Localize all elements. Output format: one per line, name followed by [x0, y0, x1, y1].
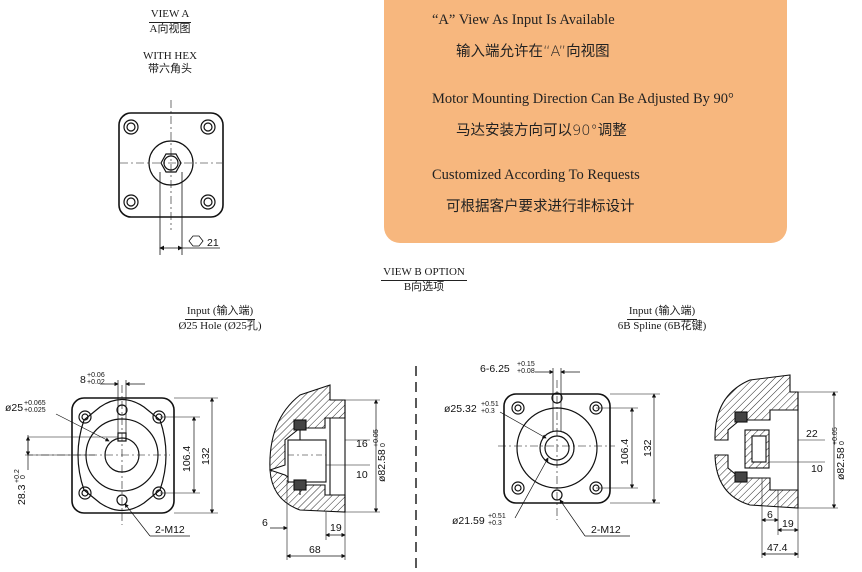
left-keyway-dim: 8 [80, 374, 86, 386]
left-bore-tol-lower: +0.025 [24, 407, 46, 414]
view-b-title-cn: B向选项 [403, 281, 445, 293]
left-keyway-tol-lower: +0.02 [87, 379, 105, 386]
right-spec: 6B Spline (6B花键) [617, 320, 707, 332]
right-sec-10: 10 [811, 463, 823, 475]
right-minor-dim: ø21.59 [452, 515, 485, 527]
note-3-en: Customized According To Requests [432, 167, 640, 183]
right-minor-tol-upper: +0.51 [488, 513, 506, 520]
note-1-cn: 输入端允许在“A”向视图 [456, 44, 610, 60]
left-offset-tol-lower: 0 [20, 475, 27, 479]
right-spline-tol-upper: +0.15 [517, 361, 535, 368]
left-pilot-tol-lower: 0 [380, 443, 387, 447]
left-section-view [269, 384, 380, 560]
right-spline-dim: 6-6.25 [480, 363, 510, 375]
right-pilot-tol-upper: +0.05 [832, 427, 839, 445]
left-inner-dim: 106.4 [181, 446, 193, 472]
right-section-dims: 22 10 ø82.58 +0.05 0 6 19 47.4 [767, 427, 847, 554]
left-pilot-tol-upper: +0.05 [373, 429, 380, 447]
view-a-flange-drawing [118, 100, 224, 255]
note-3-cn: 可根据客户要求进行非标设计 [446, 199, 635, 215]
right-front-view [498, 368, 660, 537]
right-section-view [714, 374, 838, 558]
left-front-view [25, 380, 218, 537]
right-option-caption: Input (输入端) 6B Spline (6B花键) [582, 305, 742, 333]
left-sec-10: 10 [356, 469, 368, 481]
right-sec-6: 6 [767, 509, 773, 521]
view-b-caption: VIEW B OPTION B向选项 [364, 266, 484, 294]
right-minor-tol-lower: +0.3 [488, 520, 502, 527]
right-major-tol-upper: +0.51 [481, 401, 499, 408]
left-keyway-tol-upper: +0.06 [87, 372, 105, 379]
view-a-title-cn: A向视图 [149, 23, 191, 35]
left-offset-tol-upper: +0.2 [14, 469, 21, 483]
right-spline-tol-lower: +0.08 [517, 368, 535, 375]
right-major-tol-lower: +0.3 [481, 408, 495, 415]
note-2-cn: 马达安装方向可以90°调整 [456, 123, 627, 139]
left-outer-dim: 132 [200, 447, 212, 465]
left-section-dims: 16 10 ø82.58 +0.05 0 6 19 68 [262, 429, 388, 556]
note-2-en: Motor Mounting Direction Can Be Adjusted… [432, 91, 734, 107]
hex-dim: 21 [207, 237, 219, 249]
right-pilot-dim: ø82.58 [835, 447, 847, 480]
left-bore-tol-upper: +0.065 [24, 400, 46, 407]
right-inner-dim: 106.4 [619, 439, 631, 465]
right-major-dim: ø25.32 [444, 403, 477, 415]
left-bore-dim: ø25 [5, 402, 23, 414]
left-option-caption: Input (输入端) Ø25 Hole (Ø25孔) [140, 305, 300, 333]
hex-label-cn: 带六角头 [148, 63, 192, 75]
view-a-caption: VIEW A A向视图 [120, 8, 220, 36]
left-offset-dim: 28.3 [16, 484, 28, 505]
right-bolts-dim: 2-M12 [591, 524, 621, 536]
left-pilot-dim: ø82.58 [376, 449, 388, 482]
right-pilot-tol-lower: 0 [839, 441, 846, 445]
right-outer-dim: 132 [642, 439, 654, 457]
left-sec-19: 19 [330, 522, 342, 534]
right-sec-19: 19 [782, 518, 794, 530]
left-spec: Ø25 Hole (Ø25孔) [178, 320, 262, 332]
notes-panel: “A” View As Input Is Available 输入端允许在“A”… [384, 0, 787, 243]
hex-label: WITH HEX [142, 50, 198, 62]
note-1-en: “A” View As Input Is Available [432, 12, 615, 28]
left-sec-68: 68 [309, 544, 321, 556]
left-front-dims: ø25 +0.065 +0.025 8 +0.06 +0.02 28.3 +0.… [5, 372, 212, 536]
left-sec-6: 6 [262, 517, 268, 529]
right-front-dims: 6-6.25 +0.15 +0.08 ø25.32 +0.51 +0.3 ø21… [444, 361, 654, 536]
right-sec-22: 22 [806, 428, 818, 440]
right-sec-47: 47.4 [767, 542, 788, 554]
left-bolts-dim: 2-M12 [155, 524, 185, 536]
left-sec-16: 16 [356, 438, 368, 450]
hex-caption: WITH HEX 带六角头 [120, 50, 220, 76]
